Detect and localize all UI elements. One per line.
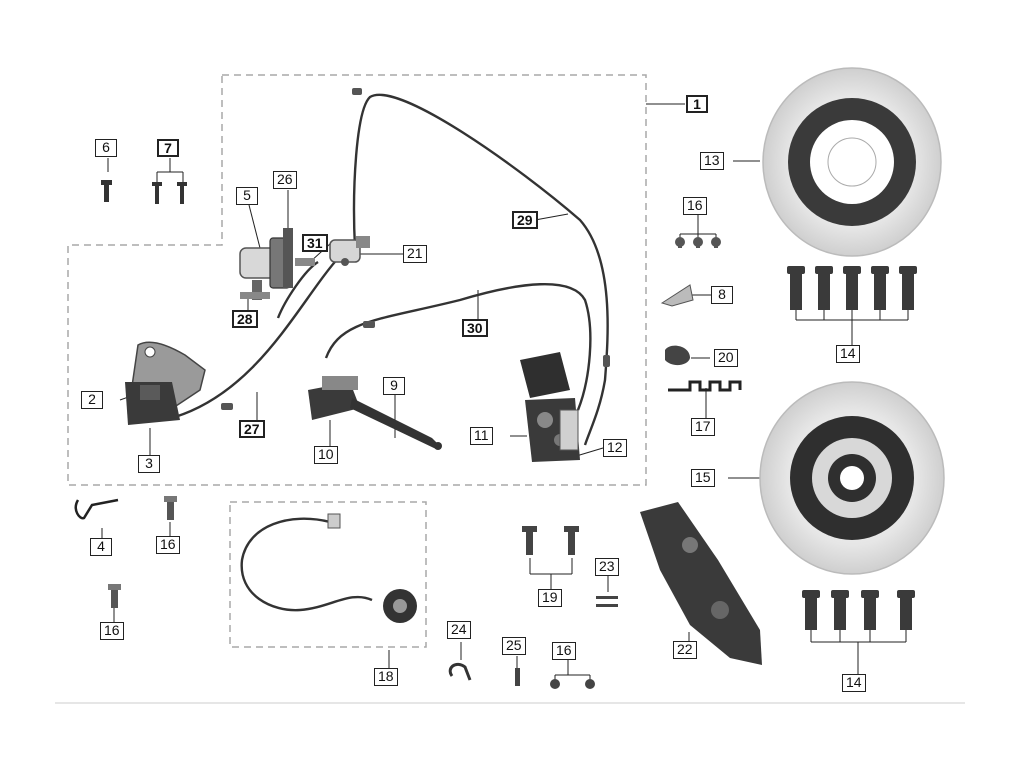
front-caliper-11-12 [520,352,580,462]
callout-16-right: 16 [683,197,707,215]
callout-1: 1 [686,95,708,113]
callout-30: 30 [462,319,488,337]
brake-disc-15 [759,381,945,575]
callout-28: 28 [232,310,258,328]
disc-bolts-14-top [787,266,917,310]
callout-24: 24 [447,621,471,639]
callout-17: 17 [691,418,715,436]
hand-master-cylinder-9-10 [308,376,442,450]
speedometer-cable-18 [240,513,417,623]
speedo-cable-outline [229,501,427,648]
small-parts-left [74,496,177,608]
callout-27: 27 [239,420,265,438]
disc-guard-22 [640,502,762,665]
callout-10: 10 [314,446,338,464]
callout-21: 21 [403,245,427,263]
callout-13: 13 [700,152,724,170]
leader-lines [101,103,909,682]
callout-14-bottom: 14 [842,674,866,692]
hose-27 [174,255,341,419]
callout-23: 23 [595,558,619,576]
callout-26: 26 [273,171,297,189]
callout-20: 20 [714,349,738,367]
callout-2: 2 [81,391,103,409]
callout-16-lower: 16 [100,622,124,640]
banjo-fitting-21 [329,236,370,266]
callout-3: 3 [138,455,160,473]
rear-caliper-2-3 [125,341,206,425]
callout-16-left: 16 [156,536,180,554]
disc-bolts-14-bottom [802,590,915,630]
callout-12: 12 [603,439,627,457]
master-assembly-outline [67,74,647,486]
callout-4: 4 [90,538,112,556]
callout-31: 31 [302,234,328,252]
callout-16-bottom: 16 [552,642,576,660]
callout-14-top: 14 [836,345,860,363]
callout-6: 6 [95,139,117,157]
callout-18: 18 [374,668,398,686]
hose-29 [352,93,609,446]
brake-disc-13 [762,67,942,257]
callout-15: 15 [691,469,715,487]
callout-9: 9 [383,377,405,395]
callout-8: 8 [711,286,733,304]
callout-29: 29 [512,211,538,229]
small-parts-right [660,237,742,392]
hose-fittings [221,88,610,410]
callout-5: 5 [236,187,258,205]
group-outlines [67,74,647,648]
master-cylinder-assembly [239,228,315,300]
callout-22: 22 [673,641,697,659]
bolts-6-7 [101,180,187,204]
small-parts-bottom [448,526,618,689]
callout-11: 11 [470,427,493,445]
callout-25: 25 [502,637,526,655]
callout-7: 7 [157,139,179,157]
callout-19: 19 [538,589,562,607]
